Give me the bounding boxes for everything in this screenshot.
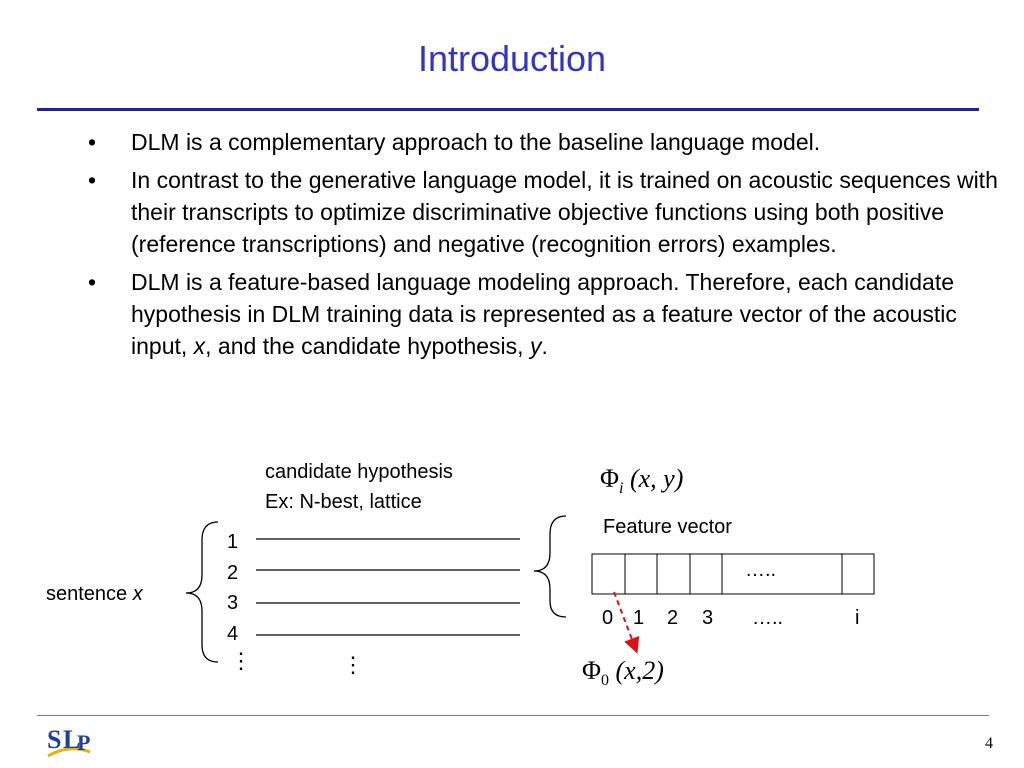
bullet-text: DLM is a feature-based language modeling…	[131, 269, 957, 359]
bullet-text: y	[529, 333, 542, 359]
example-function-args: (x,2)	[615, 656, 664, 685]
index-label-i: i	[855, 607, 860, 629]
slp-logo-icon: S L P	[47, 725, 91, 758]
sentence-label: sentence x	[46, 583, 143, 606]
feature-function-symbol: Φ	[600, 464, 620, 493]
example-function-subscript: 0	[601, 672, 610, 690]
feature-function-subscript: i	[619, 480, 624, 498]
bullet-text: In contrast to the generative language m…	[131, 167, 998, 257]
bullet-item: • In contrast to the generative language …	[88, 164, 998, 260]
slide-title: Introduction	[417, 38, 607, 79]
hypothesis-number-1: 1	[227, 531, 239, 553]
feature-function-args: (x, y)	[629, 464, 684, 493]
candidate-label-line2: Ex: N-best, lattice	[265, 491, 422, 513]
sentence-label-text: sentence	[46, 583, 133, 605]
bullet-item: • DLM is a feature-based language modelin…	[88, 266, 998, 362]
page-number: 4	[985, 735, 993, 752]
example-function-symbol: Φ	[582, 656, 602, 685]
red-dashed-arrow	[613, 591, 640, 654]
index-label-2: 2	[667, 607, 679, 629]
index-label-1: 1	[633, 607, 645, 629]
logo-letter-p: P	[77, 730, 90, 755]
bullet-text: DLM is a complementary approach to the b…	[131, 129, 821, 155]
index-label-0: 0	[602, 607, 614, 629]
hypothesis-number-4: 4	[227, 623, 239, 645]
hypothesis-number-3: 3	[227, 592, 239, 614]
bullet-text: , and the candidate hypothesis,	[205, 333, 530, 359]
index-label-3: 3	[702, 607, 714, 629]
logo-letter-s: S	[47, 725, 61, 754]
bullet-marker: •	[88, 269, 97, 295]
footer-divider	[37, 715, 989, 716]
vector-ellipsis: …..	[745, 559, 777, 581]
title-divider	[37, 108, 979, 111]
bullet-marker: •	[88, 167, 97, 193]
bullet-text: x	[193, 333, 206, 359]
index-label-ellipsis: …..	[752, 607, 784, 629]
feature-function: Φi (x, y)	[600, 464, 683, 498]
left-brace	[185, 521, 219, 663]
bullet-list: • DLM is a complementary approach to the …	[88, 126, 998, 368]
bullet-marker: •	[88, 129, 97, 155]
feature-vector-box	[591, 553, 875, 595]
right-brace	[533, 515, 567, 618]
example-function: Φ0 (x,2)	[582, 656, 664, 690]
bullet-item: • DLM is a complementary approach to the …	[88, 126, 998, 158]
hypothesis-number-2: 2	[227, 562, 239, 584]
hypothesis-vdots-left: ⋮	[230, 648, 252, 673]
logo-letter-l: L	[63, 725, 80, 754]
candidate-label-line1: candidate hypothesis	[265, 461, 453, 483]
bullet-text: .	[541, 333, 548, 359]
sentence-variable: x	[132, 583, 143, 605]
feature-vector-label: Feature vector	[603, 516, 732, 538]
hypothesis-vdots-middle: ⋮	[342, 652, 364, 677]
